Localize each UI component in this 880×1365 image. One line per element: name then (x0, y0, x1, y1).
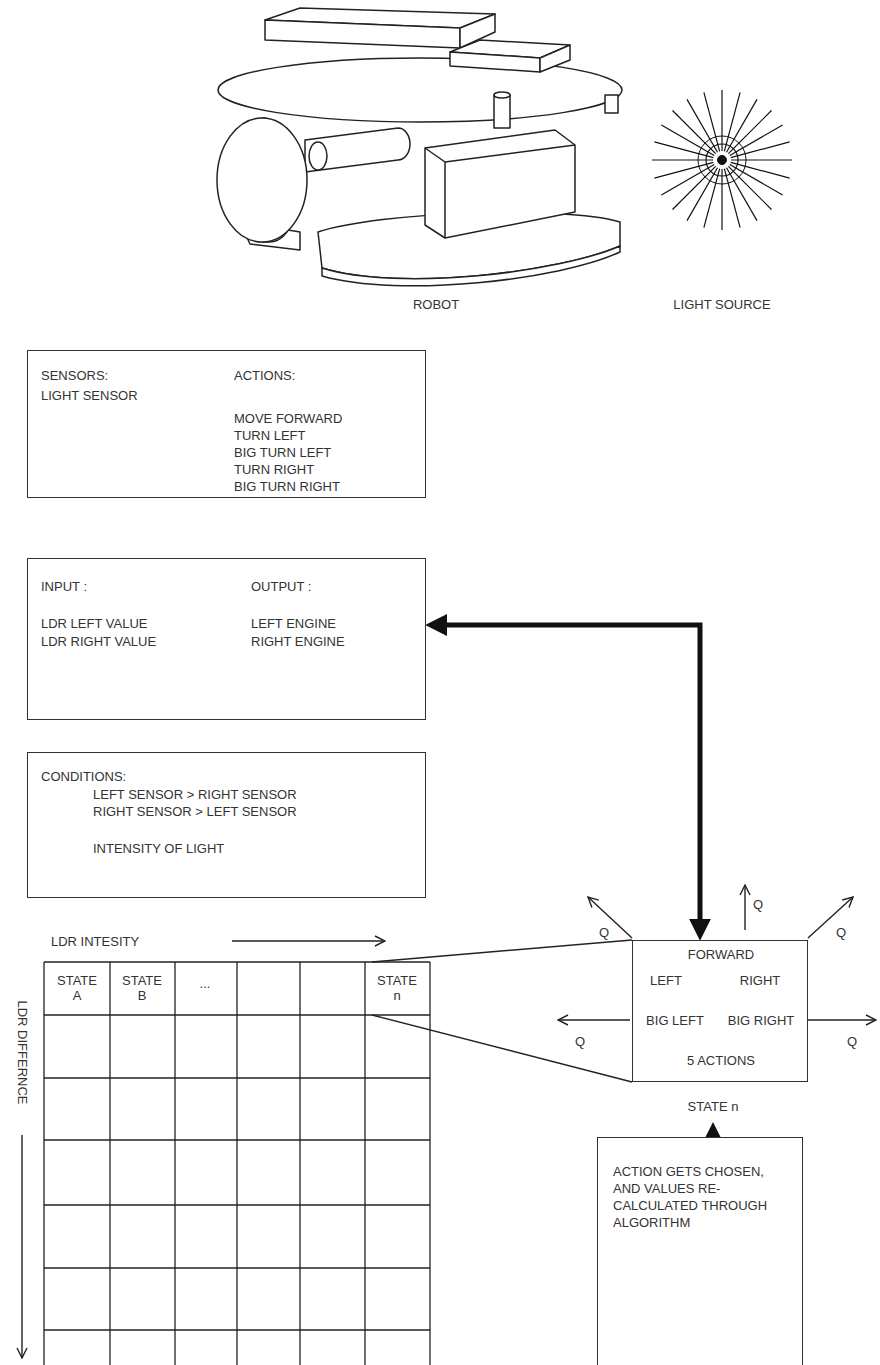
state-table-grid (44, 1139, 430, 1140)
light-source-symbol (728, 111, 771, 154)
light-source-symbol (687, 168, 718, 221)
light-source-symbol (706, 144, 738, 176)
arrow-line (558, 1019, 630, 1020)
box-text: INTENSITY OF LIGHT (93, 841, 224, 856)
diagram-label: Q (574, 1034, 586, 1049)
box-text: BIG LEFT (646, 1013, 704, 1028)
table-cell: STATE A (54, 973, 100, 1003)
light-source-symbol (661, 125, 714, 156)
box-text: LDR LEFT VALUE (41, 616, 147, 631)
process-box: SENSORS: LIGHT SENSOR ACTIONS: MOVE FORWARD… (27, 350, 426, 498)
box-text: LEFT (650, 973, 682, 988)
state-table-grid (43, 962, 44, 1365)
robot-illustration (217, 118, 307, 242)
light-source-symbol (652, 159, 713, 160)
robot-illustration (425, 145, 575, 238)
box-text: TURN RIGHT (234, 462, 314, 477)
robot-illustration (217, 8, 622, 286)
diagram-label: Q (835, 925, 847, 940)
state-table-grid (364, 962, 365, 1365)
arrow-line (372, 940, 632, 962)
arrow-line (711, 1130, 716, 1137)
box-text: LIGHT SENSOR (41, 388, 138, 403)
light-source-symbol (721, 90, 722, 151)
state-table-grid (44, 1267, 430, 1268)
light-source-symbol (652, 90, 792, 230)
box-text: RIGHT (740, 973, 780, 988)
box-text: BIG TURN LEFT (234, 445, 331, 460)
box-text: CONDITIONS: (41, 769, 126, 784)
box-text: ACTIONS: (234, 368, 295, 383)
diagram-label: STATE n (688, 1099, 739, 1114)
robot-illustration (425, 130, 575, 238)
arrow-line (808, 1019, 876, 1020)
light-source-symbol (698, 136, 746, 184)
arrow-line (372, 1015, 632, 1082)
light-source-symbol (730, 165, 783, 196)
robot-illustration (305, 128, 410, 172)
process-box: CONDITIONS: LEFT SENSOR > RIGHT SENSOR RIG… (27, 752, 426, 898)
robot-illustration (265, 20, 460, 48)
state-table-grid (44, 1077, 430, 1078)
box-text: TURN LEFT (234, 428, 306, 443)
state-table-grid (174, 962, 175, 1365)
arrow-line (21, 1135, 22, 1358)
box-text: 5 ACTIONS (687, 1053, 755, 1068)
diagram-label: ROBOT (413, 297, 459, 312)
robot-illustration (218, 58, 622, 122)
state-table-grid (236, 962, 237, 1365)
robot-illustration (540, 45, 570, 72)
process-box: INPUT : LDR LEFT VALUE LDR RIGHT VALUE OUTP… (27, 558, 426, 720)
box-text: INPUT : (41, 579, 87, 594)
flow-arrow (434, 625, 700, 932)
light-source-symbol (727, 99, 758, 152)
box-text: LEFT SENSOR > RIGHT SENSOR (93, 787, 297, 802)
robot-illustration (494, 95, 510, 128)
box-text: OUTPUT : (251, 579, 311, 594)
robot-illustration (309, 142, 327, 170)
arrow-line (232, 940, 385, 941)
diagram-label: Q (598, 925, 610, 940)
table-cell: STATE B (119, 973, 165, 1003)
robot-illustration (494, 92, 510, 98)
robot-illustration (322, 246, 620, 286)
light-source-symbol (673, 111, 716, 154)
diagram-label: Q (846, 1034, 858, 1049)
box-text: LEFT ENGINE (251, 616, 336, 631)
box-text: MOVE FORWARD (234, 411, 342, 426)
box-text: FORWARD (688, 947, 754, 962)
robot-illustration (450, 52, 540, 72)
state-table-grid (44, 962, 430, 1365)
light-source-symbol (731, 159, 792, 160)
table-cell: ... (200, 976, 211, 991)
state-table-grid (299, 962, 300, 1365)
diagram-label: LDR DIFFERNCE (15, 1000, 30, 1104)
diagram-label: LDR INTESITY (50, 934, 140, 949)
box-text: BIG TURN RIGHT (234, 479, 340, 494)
table-cell: STATE n (374, 973, 420, 1003)
diagram-label: LIGHT SOURCE (673, 297, 770, 312)
box-text: RIGHT SENSOR > LEFT SENSOR (93, 804, 297, 819)
diagram-label: Q (752, 897, 764, 912)
box-text: SENSORS: (41, 368, 108, 383)
state-table-grid (44, 1204, 430, 1205)
arrow-line (744, 885, 745, 930)
state-table-grid (429, 962, 430, 1365)
box-text: ACTION GETS CHOSEN, AND VALUES RE-CALCUL… (613, 1163, 793, 1231)
light-source-symbol (673, 166, 716, 209)
box-text: RIGHT ENGINE (251, 634, 345, 649)
process-box: ACTION GETS CHOSEN, AND VALUES RE-CALCUL… (597, 1137, 803, 1365)
state-table-grid (109, 962, 110, 1365)
robot-illustration (605, 95, 618, 113)
light-source-symbol (728, 166, 771, 209)
box-text: BIG RIGHT (728, 1013, 794, 1028)
box-text: LDR RIGHT VALUE (41, 634, 156, 649)
process-box: FORWARD LEFT RIGHT BIG LEFT BIG RIGHT 5 ACTIO… (632, 940, 808, 1082)
light-source-symbol (721, 169, 722, 230)
state-table-grid (44, 1329, 430, 1330)
light-source-symbol (718, 156, 727, 165)
